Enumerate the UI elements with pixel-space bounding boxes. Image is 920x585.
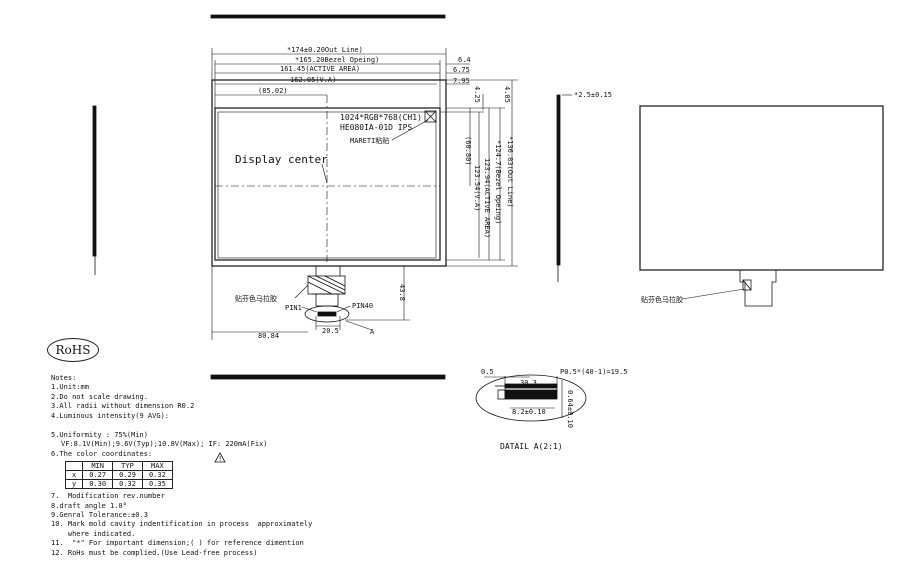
right-side-view [556, 94, 561, 282]
table-header-row: MIN TYP MAX [64, 461, 173, 472]
dim-fpc-width: 20.5 [322, 327, 339, 335]
note-7: 7. Modification rev.number [51, 492, 165, 501]
leaders [294, 119, 745, 331]
note-5: 5.Uniformity : 75%(Min) [51, 431, 148, 440]
dim-6-4: 6.4 [458, 56, 471, 64]
label-tape-front: 贴芬色马拉胶 [235, 294, 277, 303]
label-model: HE080IA-01D IPS [340, 123, 412, 132]
dim-center-x: (85.02) [258, 87, 288, 95]
dim-va-height: 123.54(V.A) [473, 165, 481, 211]
note-5b: VF:8.1V(Min);9.6V(Typ);10.8V(Max); IF: 2… [61, 440, 268, 449]
dim-outline-height: *136.83(Out Line) [506, 136, 514, 208]
detail-title: DATAIL A(2:1) [500, 442, 563, 451]
dim-4-05: 4.05 [503, 86, 511, 103]
detail-30-3: 30.3 [520, 379, 537, 387]
dim-7-95: 7.95 [453, 77, 470, 85]
note-2: 2.Do not scale drawing. [51, 392, 148, 401]
dim-fpc-offset: 80.84 [258, 332, 279, 340]
svg-text:!: ! [218, 455, 222, 463]
dim-center-y: (60.80) [464, 136, 472, 166]
label-sticker: MARETI粘贴 [350, 136, 389, 145]
note-4: 4.Luminous intensity(9 AVG): [51, 411, 170, 420]
label-resolution: 1024*RGB*768(CH1) [340, 113, 422, 122]
dim-bezel-width: *165.20Bezel Opeing) [295, 56, 379, 64]
dim-active-area-height: 123.94(ACTIVE AREA) [483, 158, 491, 238]
dim-active-area-width: 161.45(ACTIVE AREA) [280, 65, 360, 73]
label-pin40: PIN40 [352, 302, 373, 310]
note-9: 9.Genral Tolerance:±0.3 [51, 511, 148, 520]
detail-0-5: 0.5 [481, 368, 494, 376]
note-6: 6.The color coordinates: [51, 449, 153, 458]
note-10: 10. Mark mold cavity indentification in … [51, 520, 313, 529]
dim-6-75: 6.75 [453, 66, 470, 74]
detail-thickness: 0.64±0.10 [566, 390, 574, 428]
detail-pitch: P0.5*(40-1)=19.5 [560, 368, 627, 376]
detail-width: 8.2±0.10 [512, 408, 546, 416]
bottom-side-view [210, 374, 446, 380]
notes-title: Notes: [51, 374, 77, 382]
table-row: x 0.27 0.29 0.32 [64, 470, 173, 481]
note-10b: where indicated. [51, 529, 136, 538]
label-pin1: PIN1 [285, 304, 302, 312]
dim-thickness: *2.5±0.15 [574, 91, 612, 99]
notes-block: Notes: 1.Unit:mm 2.Do not scale drawing.… [51, 374, 351, 558]
color-coordinates-table: MIN TYP MAX x 0.27 0.29 0.32 y 0.30 0.32… [64, 461, 173, 490]
note-8: 8.draft angle 1.0° [51, 501, 127, 510]
note-3: 3.All radii without dimension R0.2 [51, 402, 195, 411]
back-view [639, 105, 884, 307]
dim-4-25: 4.25 [473, 86, 481, 103]
note-11: 11. "*" For important dimension;( ) for … [51, 539, 304, 548]
note-1: 1.Unit:mm [51, 383, 89, 392]
dim-fpc-length: 43.8 [398, 284, 406, 301]
table-row: y 0.30 0.32 0.35 [64, 479, 173, 490]
horizontal-dimensions [211, 48, 470, 340]
label-detail-ref-a: A [370, 328, 375, 336]
dim-outline-width: *174±0.20Out Line) [287, 46, 363, 54]
left-side-view [92, 105, 97, 275]
detail-a [475, 374, 587, 422]
note-12: 12. RoHs must be complied.(Use Lead-free… [51, 548, 258, 557]
dim-va-width: 162.05(V.A) [290, 76, 336, 84]
front-view [211, 79, 447, 323]
warning-triangle-icon [214, 452, 226, 463]
dim-bezel-height: *124.7(Bezel Opeing) [494, 140, 502, 224]
label-display-center: Display center [235, 153, 328, 166]
vertical-dimensions [345, 79, 518, 321]
rohs-mark: RoHS [47, 338, 99, 362]
label-tape-back: 贴芬色马拉胶 [641, 295, 683, 304]
top-side-view [210, 14, 446, 19]
